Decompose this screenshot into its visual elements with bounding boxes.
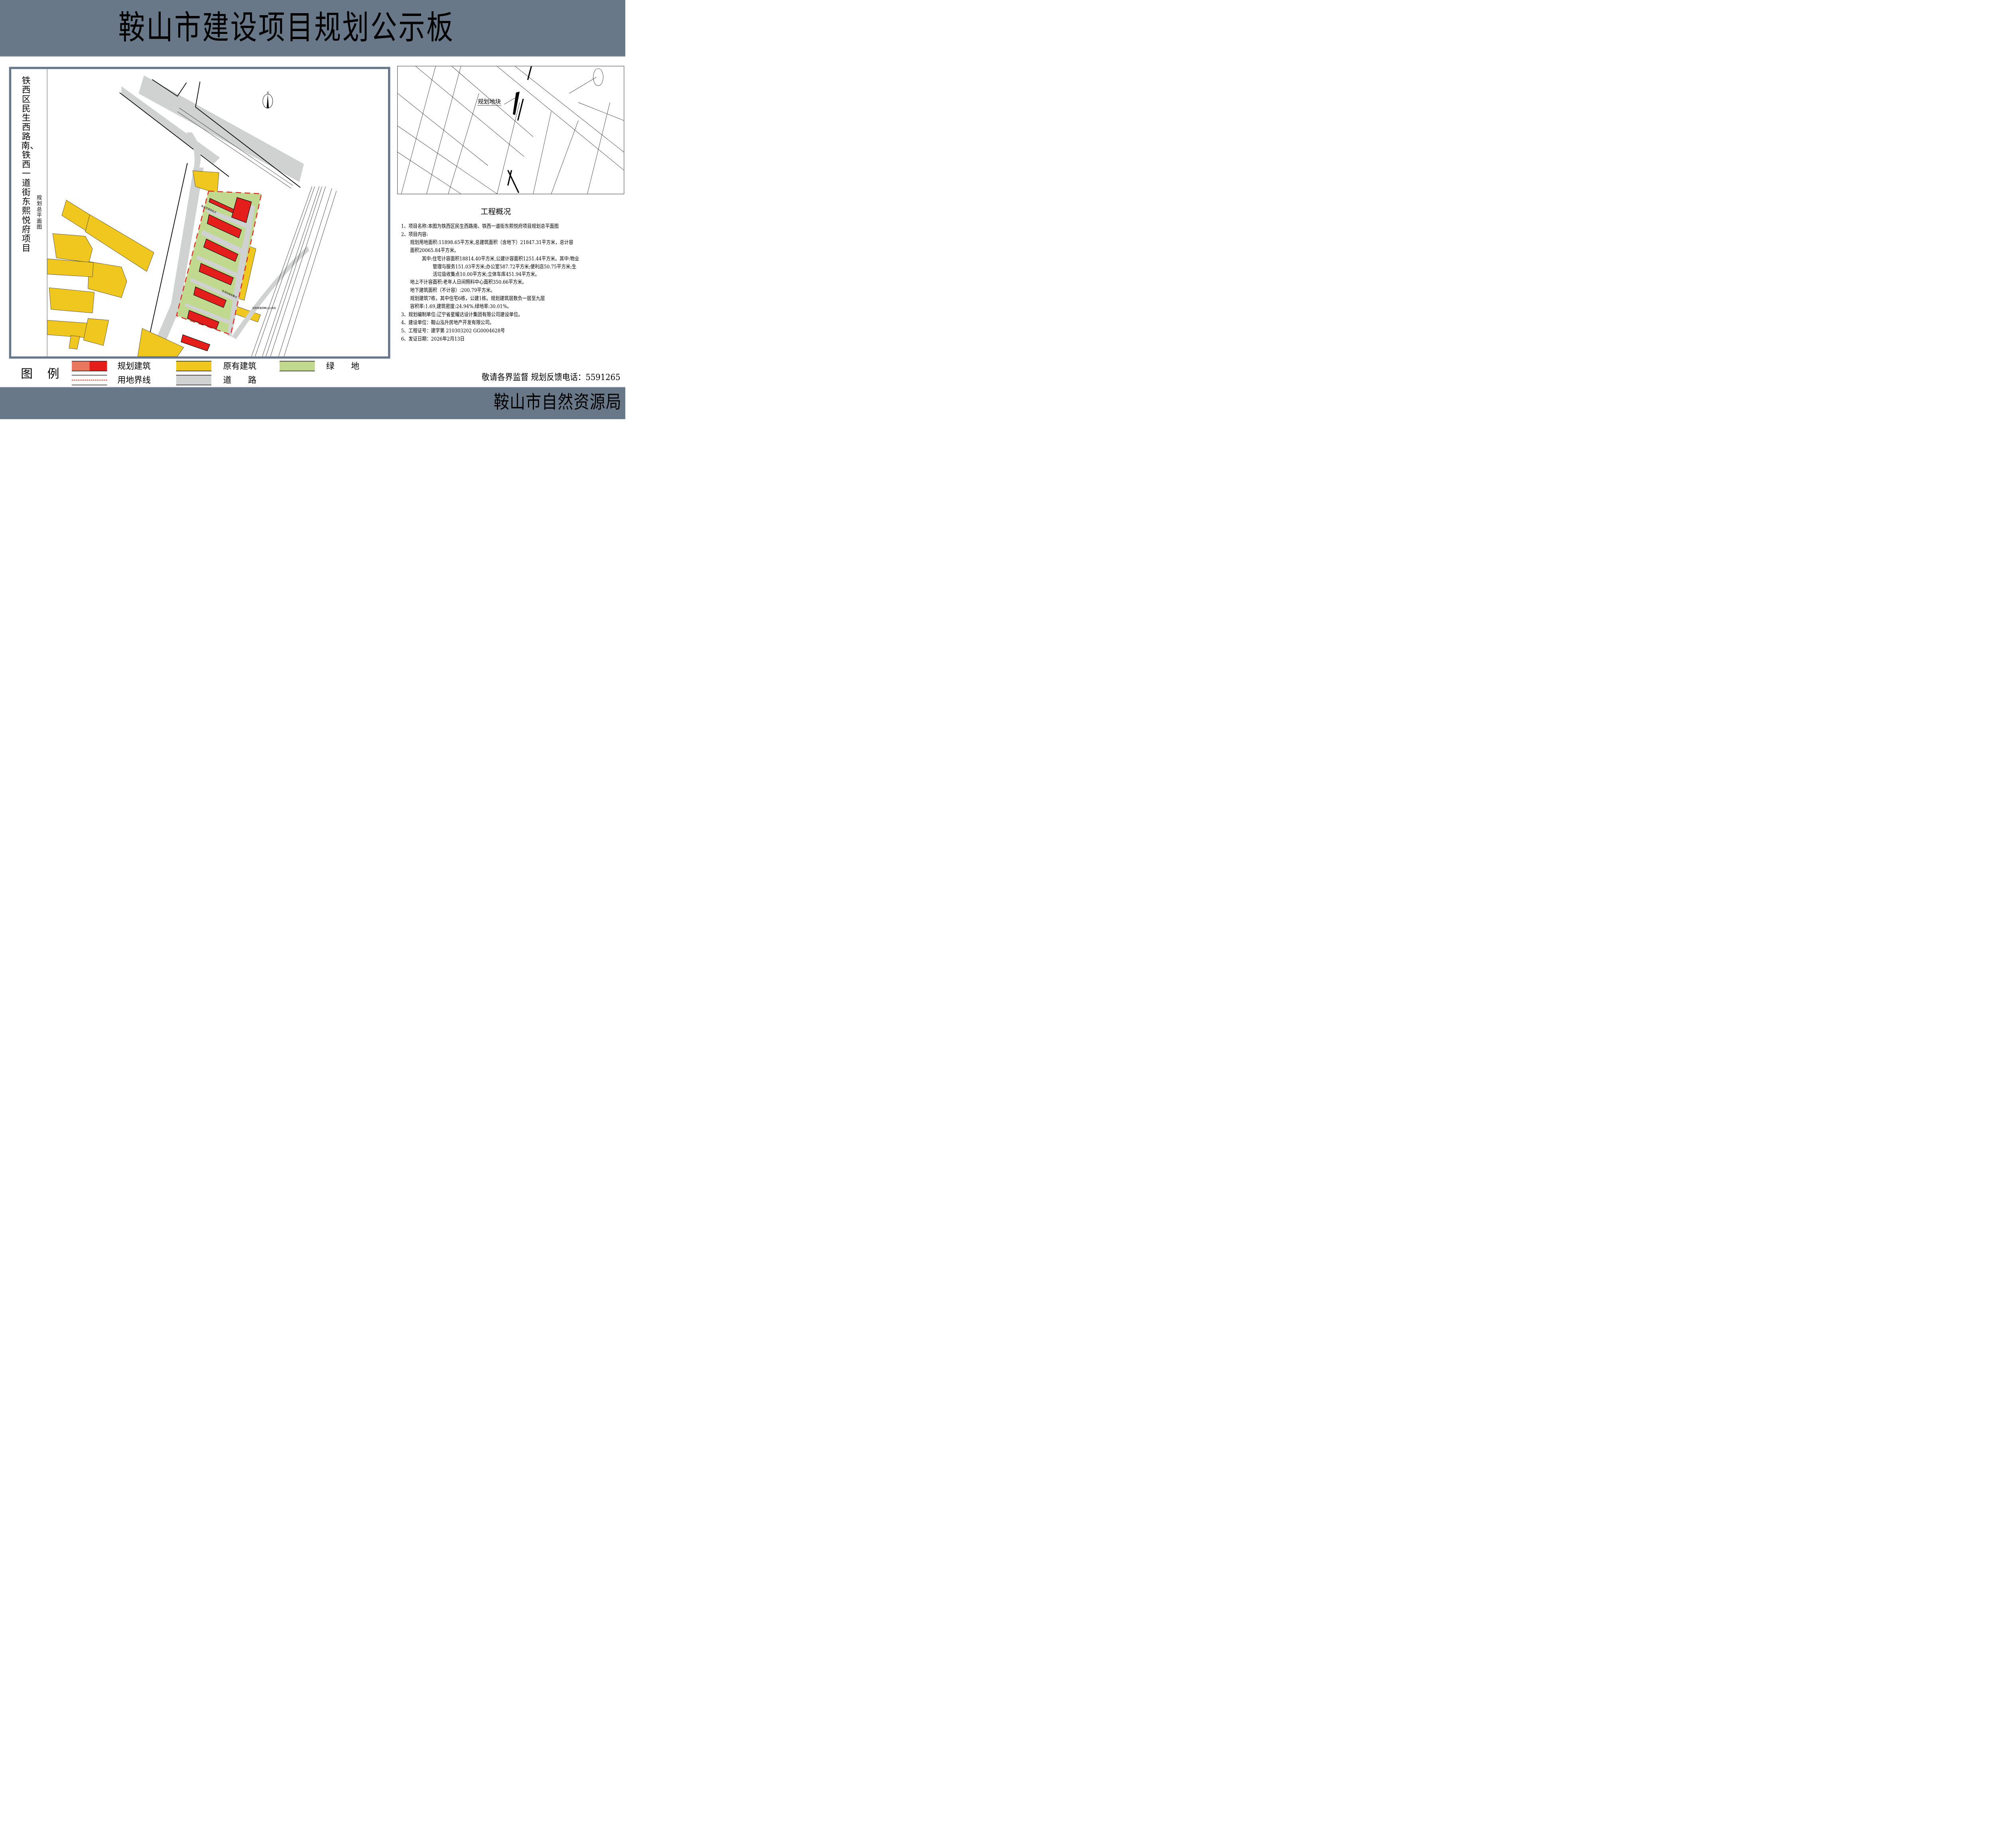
legend-label-site-boundary: 用地界线 [117,375,151,385]
planned-building-5 [203,238,238,262]
overview-line: 管理与服务151.03平方米;办公室587.72平方米;便利店50.75平方米;… [433,263,577,270]
planned-building-3 [193,286,227,308]
project-title: 铁西区民生西路南、铁西一道街东熙悦府项目 [21,75,39,253]
feedback-phone: 敬请各界监督 规划反馈电话：5591265 [481,372,621,382]
overview-line: 地下建筑面积（不计容）:200.79平方米。 [410,287,495,294]
overview-line: 地上不计容面积:老年人日间照料中心面积350.66平方米。 [410,279,527,285]
overview-line: 其中:住宅计容面积18814.40平方米,公建计容面积1251.44平方米。其中… [422,255,579,262]
issuing-authority: 鞍山市自然资源局 [493,391,622,413]
overview-line: 容积率:1.69,建筑密度:24.94%.绿地率:30.01%。 [410,303,512,309]
legend-swatch-site-boundary [72,375,107,386]
legend-swatch-green-space [280,361,315,371]
legend-label-existing-building: 原有建筑 [223,361,256,371]
overview-line: 5、工程证号：建字第 210303202 GG0004628号 [401,327,505,334]
green-space [176,191,262,335]
drawing-type-label: 规划总平面图 [36,194,42,230]
site-plan-svg: 沈阳铁路局鞍山公务段 再生资源回收点 生活垃圾收集点 [47,75,337,357]
overview-line: 4、建设单位：鞍山泓升房地产开发有限公司。 [401,319,494,326]
project-title-strip: 铁西区民生西路南、铁西一道街东熙悦府项目 规划总平面图 [11,69,47,357]
header-band [0,0,625,57]
planned-building-1 [181,334,211,351]
page-title: 鞍山市建设项目规划公示板 [118,8,455,47]
overview-title: 工程概况 [481,207,511,216]
svg-text:北: 北 [267,91,270,95]
location-map: 规划地块 [397,66,625,195]
legend-label-green-space: 绿 地 [326,361,360,371]
legend-label-road: 道 路 [223,375,256,385]
overview-line: 3、规划编制单位:辽宁省星耀达设计集团有限公司建设单位。 [401,311,523,317]
road-north-gray [138,75,304,182]
legend-label-planned-building: 规划建筑 [117,361,151,371]
overview-line: 面积20065.84平方米。 [410,247,459,254]
footer-band [0,386,625,420]
overview-line: 活垃圾收集点10.00平方米;立体车库451.94平方米。 [433,271,540,277]
north-arrow-icon: 北 [262,91,273,108]
planned-building-4 [199,263,234,286]
legend-swatch-road [176,375,212,386]
legend-heading: 图 例 [21,366,65,381]
legend-swatch-planned-building [72,361,107,371]
overview-line: 2、项目内容: [401,231,428,238]
planning-notice-board: 鞍山市建设项目规划公示板 铁西区民生西路南、铁西一道街东熙悦府项目 规划总平面图 [0,0,625,420]
overview-line: 规划建筑7栋，其中住宅6栋，公建1栋。规划建筑层数负一层至九层 [410,295,545,301]
overview-line: 规划用地面积:11898.65平方米,总建筑面积（含地下）21847.31平方米… [410,239,573,246]
planned-plot-label: 规划地块 [477,97,501,106]
overview-line: 1、项目名称:本图为铁西区民生西路南、铁西一道街东熙悦府项目规划总平面图 [401,223,559,229]
railway-tracks [251,186,337,357]
legend-swatch-existing-building [176,361,212,371]
road-tiexi-yidao [148,167,204,357]
planned-building-6 [207,214,242,238]
railway-dept-label: 沈阳铁路局鞍山公务段 [252,307,276,310]
overview-line: 6、发证日期：2026年2月13日 [401,335,465,342]
site-plan-drawing: 沈阳铁路局鞍山公务段 再生资源回收点 生活垃圾收集点 北 [47,69,388,357]
location-map-svg [398,66,624,194]
site-plan-frame: 铁西区民生西路南、铁西一道街东熙悦府项目 规划总平面图 [9,67,390,359]
